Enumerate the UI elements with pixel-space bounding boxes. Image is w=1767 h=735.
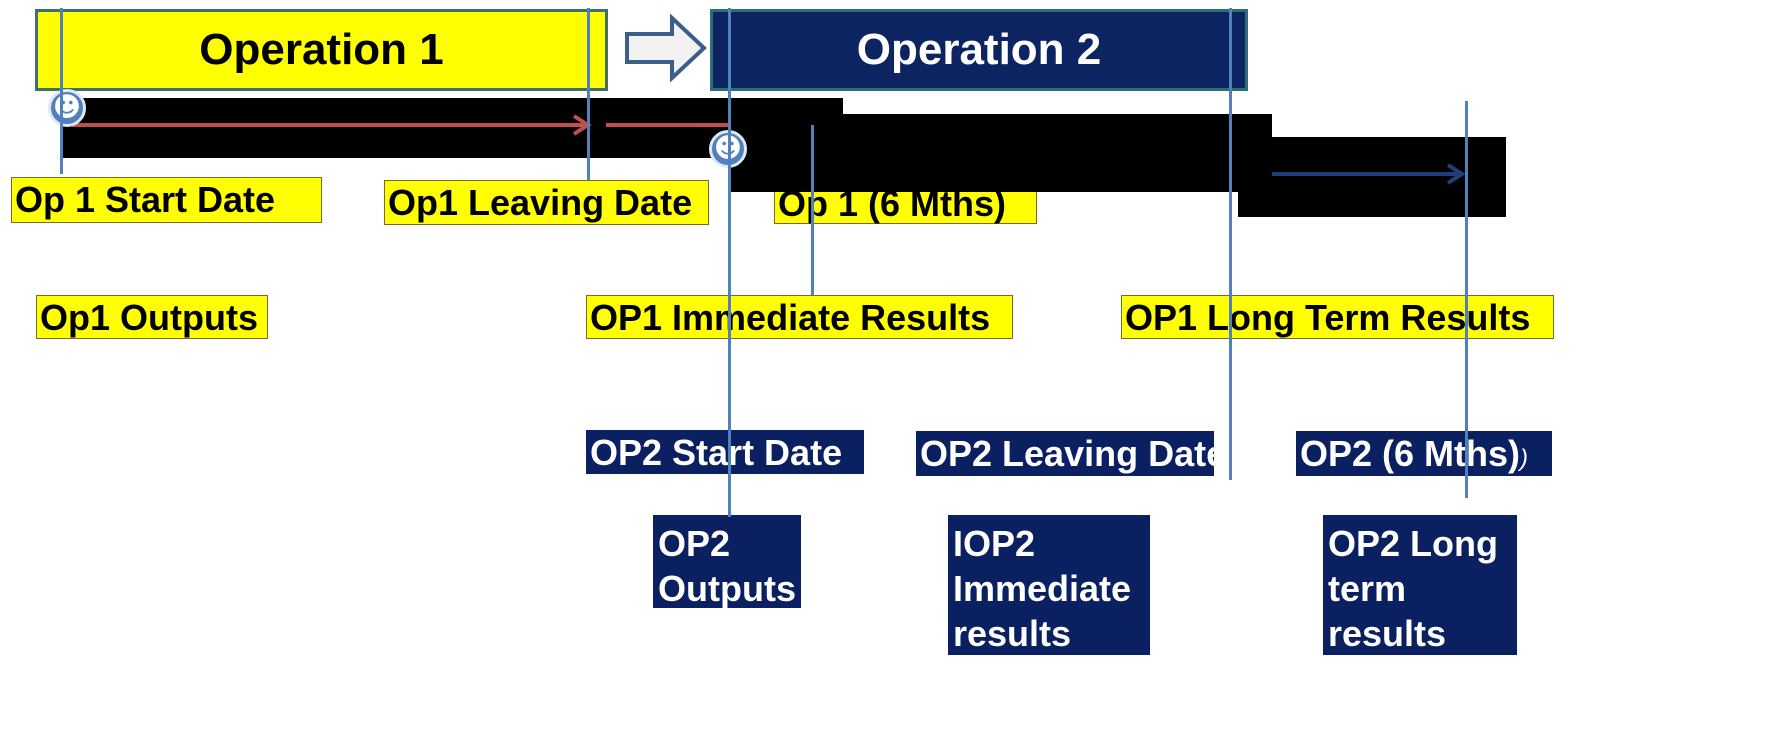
op1-outputs-label: Op1 Outputs [36,295,268,339]
op1-start-date-label: Op 1 Start Date [11,177,322,223]
op2-arrow-2 [1246,163,1466,185]
right-arrow-icon [625,14,707,82]
op1-leaving-date-label: Op1 Leaving Date [384,180,709,225]
op2-six-months-marker-line [1465,101,1468,498]
op1-start-marker-line [60,8,63,174]
operation-2-header: Operation 2 [710,9,1248,91]
op1-leaving-marker-line [587,8,590,180]
op2-timeline-bar-overlap [728,114,1272,192]
op2-leaving-marker-line [1229,8,1232,480]
operation-2-title: Operation 2 [856,25,1102,74]
op2-leaving-date-label: OP2 Leaving Date [916,431,1226,476]
op2-long-term-results-label: OP2 Long term results [1323,515,1517,655]
operation-1-title: Operation 1 [199,25,444,74]
op2-outputs-label: OP2 Outputs [653,515,801,609]
op1-long-term-results-label: OP1 Long Term Results [1121,295,1554,339]
op1-immediate-results-label: OP1 Immediate Results [586,295,1013,339]
smiley-face-icon: ☻ [48,89,86,127]
op2-start-date-label: OP2 Start Date [586,430,864,474]
op2-timeline-bar-2 [1238,137,1506,217]
operation-1-header: Operation 1 [35,9,608,91]
op1-arrow-1 [72,114,592,136]
op2-immediate-results-label: IOP2 Immediate results [948,515,1150,655]
op2-start-marker-line [728,8,731,517]
op2-six-months-label: OP2 (6 Mths)) [1296,431,1552,476]
op1-six-months-marker-line [811,125,814,295]
